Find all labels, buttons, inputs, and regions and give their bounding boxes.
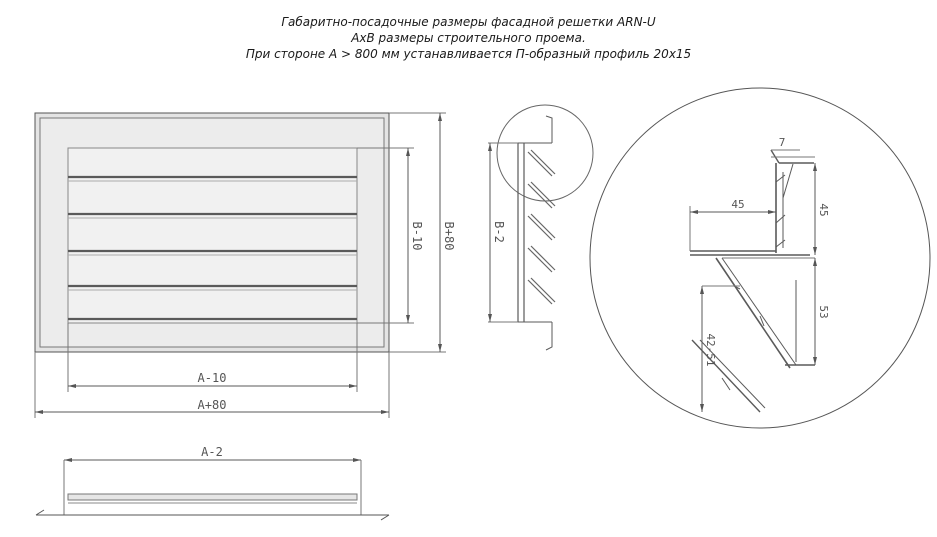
label-body-height: 53 [817,305,830,318]
label-lip: 7 [779,136,786,149]
detail-view [689,149,817,413]
bottom-view [35,458,390,521]
caption-opening-note: AxB размеры строительного проема. [351,31,586,45]
label-inner-width: A-10 [198,371,227,385]
caption-title: Габаритно-посадочные размеры фасадной ре… [281,15,656,29]
label-bottom-width: A-2 [201,445,223,459]
label-outer-width: A+80 [198,398,227,412]
caption-profile-note: При стороне А > 800 мм устанавливается П… [245,47,692,61]
label-inner-height: B-10 [410,222,424,251]
label-outer-height: B+80 [442,222,456,251]
side-view [488,104,594,351]
detail-callout-circle [496,104,594,202]
label-side-height: B-2 [492,221,506,243]
label-flange-width: 45 [731,198,744,211]
bottom-profile [67,493,358,501]
drawing-caption: Габаритно-посадочные размеры фасадной ре… [0,14,937,62]
louver-blades [68,175,357,321]
label-flange-height: 45 [817,203,830,216]
label-blade: 42-51 [704,333,717,366]
front-view [34,112,446,418]
side-blades [527,149,556,305]
louver-panel [67,147,358,324]
